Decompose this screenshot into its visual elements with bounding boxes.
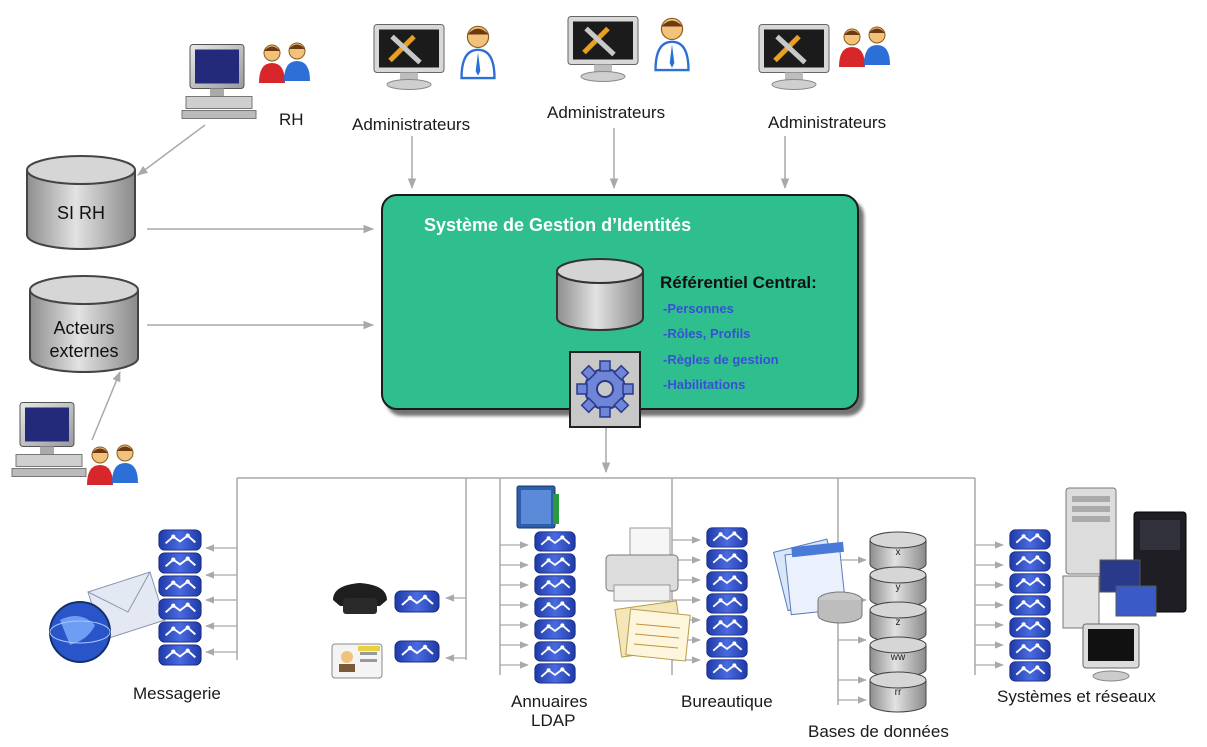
database-top — [869, 566, 927, 584]
phone-icon — [333, 583, 387, 614]
tower-server-icon — [1065, 487, 1187, 613]
documents-icon — [614, 600, 691, 662]
bases-label: Bases de données — [808, 722, 949, 741]
systemes-label: Systèmes et réseaux — [997, 687, 1156, 706]
sgi-title: Système de Gestion d’Identités — [424, 215, 692, 235]
arrow-user-to-externes — [91, 371, 121, 441]
database-label: rr — [894, 687, 902, 698]
messagerie-label: Messagerie — [133, 684, 221, 703]
admin-label-3: Administrateurs — [768, 113, 887, 132]
data-sheets-icon — [772, 538, 863, 624]
bureautique-label: Bureautique — [681, 692, 773, 711]
admin-label-2: Administrateurs — [547, 103, 666, 122]
database-stack — [869, 531, 927, 713]
referentiel-item: -Rôles, Profils — [663, 326, 751, 341]
database-top — [869, 636, 927, 654]
id-card-icon — [331, 643, 383, 679]
sirh-label: SI RH — [56, 203, 105, 223]
referentiel-item: -Règles de gestion — [663, 352, 779, 367]
referentiel-item: -Habilitations — [663, 377, 746, 392]
database-label: z — [895, 617, 901, 628]
telephony-group — [331, 583, 440, 679]
database-icon — [869, 680, 927, 713]
rh-label: RH — [279, 110, 304, 129]
bureautique-group — [605, 526, 749, 680]
annuaires-label-line1: Annuaires — [511, 692, 588, 711]
database-label: x — [895, 547, 901, 558]
externes-database-icon — [29, 275, 139, 373]
database-label: ww — [890, 652, 906, 663]
database-top — [869, 671, 927, 689]
gear-icon — [569, 351, 641, 428]
referentiel-title: Référentiel Central: — [660, 273, 817, 292]
annuaires-label-line2: LDAP — [531, 711, 576, 730]
database-label: y — [895, 582, 901, 593]
globe-mail-icon — [49, 571, 166, 663]
monitor-icon — [1062, 559, 1157, 682]
sirh-database-icon — [26, 155, 136, 250]
bases-group — [772, 531, 927, 713]
central-database-icon — [556, 258, 644, 331]
annuaires-group — [516, 485, 577, 684]
externes-label-line2: externes — [49, 341, 119, 361]
database-top — [869, 601, 927, 619]
database-top — [869, 531, 927, 549]
arrow-rh-to-sirh — [137, 124, 206, 176]
book-icon — [516, 485, 559, 529]
systemes-group — [1008, 487, 1187, 682]
admin-label-1: Administrateurs — [352, 115, 471, 134]
printer-icon — [605, 527, 679, 602]
externes-label-line1: Acteurs — [53, 318, 115, 338]
referentiel-item: -Personnes — [663, 301, 734, 316]
messagerie-group — [49, 528, 203, 666]
